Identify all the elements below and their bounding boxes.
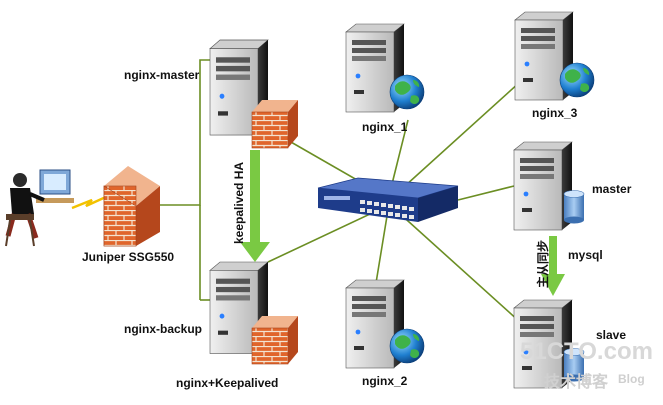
- user-link-bolt: [71, 194, 109, 210]
- mysql-master-server: [513, 141, 585, 231]
- nginx-2-server: [345, 279, 425, 369]
- label-master-slave-sync: 主从同步: [536, 239, 550, 288]
- user-at-computer-icon: [5, 169, 74, 247]
- juniper-firewall: [103, 166, 160, 247]
- nginx-3-server: [514, 11, 595, 101]
- link-switch-mysql-slave: [397, 211, 521, 323]
- link-switch-nginx3: [394, 81, 521, 196]
- keepalived-ha-arrow: [240, 150, 270, 262]
- label-nginx-backup: nginx-backup: [124, 322, 203, 336]
- globe-icon: [389, 74, 425, 110]
- label-keepalived-ha: keepalived HA: [232, 161, 246, 244]
- database-cylinder-icon: [563, 190, 585, 224]
- label-nginx-1: nginx_1: [362, 120, 408, 134]
- watermark-blog: Blog: [618, 372, 645, 386]
- link-switch-backup-server: [267, 206, 386, 263]
- watermark-site: 51CTO.com: [520, 338, 653, 365]
- watermark-sub: 技术博客: [544, 374, 609, 391]
- nginx-1-server: [345, 23, 425, 113]
- globe-icon: [389, 328, 425, 364]
- brick-firewall-icon: [251, 315, 299, 365]
- label-juniper: Juniper SSG550: [82, 250, 175, 264]
- link-switch-mysql-master: [457, 185, 515, 201]
- link-switch-nginx2: [375, 209, 389, 284]
- nginx-backup-server: [209, 261, 299, 365]
- nginx-master-server: [209, 39, 299, 149]
- label-nginx-keepalived: nginx+Keepalived: [176, 376, 279, 390]
- label-mysql-master: master: [592, 182, 632, 196]
- label-nginx-2: nginx_2: [362, 374, 408, 388]
- label-mysql: mysql: [568, 248, 603, 262]
- label-nginx-master: nginx-master: [124, 68, 200, 82]
- brick-firewall-icon: [251, 99, 299, 149]
- label-mysql-slave: slave: [596, 328, 627, 342]
- link-firewall-master: [160, 59, 215, 206]
- globe-icon: [559, 62, 595, 98]
- label-nginx-3: nginx_3: [532, 106, 578, 120]
- mysql-sync-arrow: [541, 236, 565, 296]
- network-switch-icon: [317, 177, 459, 222]
